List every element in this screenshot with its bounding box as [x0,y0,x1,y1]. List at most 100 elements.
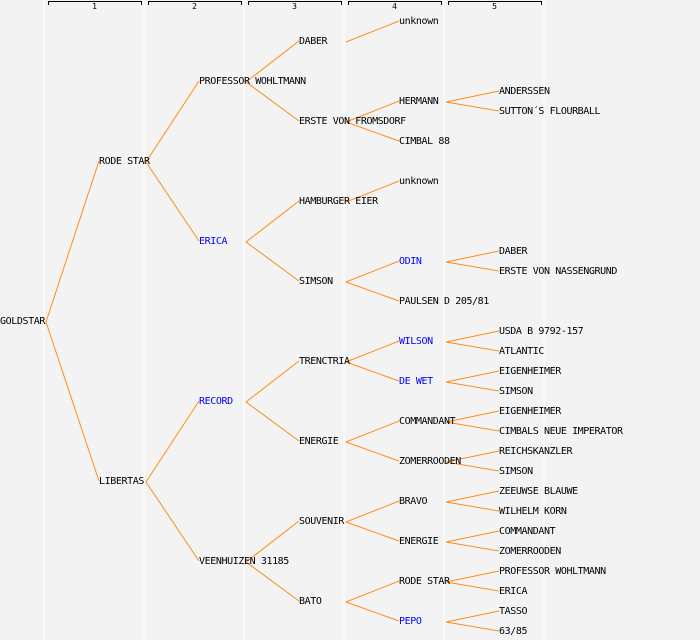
ancestor-gen5[interactable]: ATLANTIC [499,346,544,357]
ancestor-gen4[interactable]: WILSON [399,336,433,347]
generation-bracket [248,1,342,5]
ancestor-gen5[interactable]: PROFESSOR WOHLTMANN [499,566,606,577]
pedigree-link [445,421,500,432]
ancestor-gen5[interactable]: ERICA [499,586,528,597]
pedigree-link [145,80,200,163]
pedigree-link [445,261,500,272]
ancestor-gen5[interactable]: TASSO [499,606,528,617]
pedigree-link [345,601,400,622]
ancestor-gen4[interactable]: RODE STAR [399,576,450,587]
generation-number: 1 [92,2,97,11]
root-variety[interactable]: GOLDSTAR [0,316,45,327]
generation-bracket [148,1,242,5]
column-separators [43,0,545,640]
ancestor-gen2[interactable]: RECORD [199,396,233,407]
pedigree-link [245,561,300,602]
pedigree-link [45,160,100,323]
pedigree-link [245,401,300,442]
pedigree-link [345,340,400,363]
pedigree-link [445,490,500,503]
ancestor-gen4[interactable]: ENERGIE [399,536,439,547]
ancestor-gen1[interactable]: RODE STAR [99,156,150,167]
ancestor-gen2[interactable]: VEENHUIZEN 31185 [199,556,289,567]
ancestor-gen5[interactable]: ANDERSSEN [499,86,550,97]
generation-bracket [348,1,442,5]
ancestor-gen3[interactable]: DABER [299,36,328,47]
ancestor-gen4[interactable]: ODIN [399,256,422,267]
pedigree-link [45,321,100,482]
ancestor-gen4[interactable]: CIMBAL 88 [399,136,450,147]
ancestor-gen1[interactable]: LIBERTAS [99,476,144,487]
generation-number: 5 [492,2,497,11]
ancestor-gen4[interactable]: PAULSEN D 205/81 [399,296,489,307]
pedigree-link [445,541,500,552]
pedigree-link [145,481,200,562]
ancestor-gen2[interactable]: ERICA [199,236,228,247]
ancestor-gen5[interactable]: 63/85 [499,626,528,637]
pedigree-link [345,361,400,382]
pedigree-link [445,370,500,383]
ancestor-gen4[interactable]: unknown [399,16,439,27]
ancestor-gen3[interactable]: ENERGIE [299,436,339,447]
pedigree-link [445,610,500,623]
pedigree-link [345,441,400,462]
ancestor-gen5[interactable]: ERSTE VON NASSENGRUND [499,266,618,277]
ancestor-gen4[interactable]: unknown [399,176,439,187]
ancestor-gen5[interactable]: CIMBALS NEUE IMPERATOR [499,426,623,437]
pedigree-link [345,281,400,302]
ancestor-gen4[interactable]: BRAVO [399,496,428,507]
ancestor-gen3[interactable]: TRENCTRIA [299,356,350,367]
ancestor-gen5[interactable]: SIMSON [499,466,533,477]
pedigree-link [445,530,500,543]
ancestor-gen3[interactable]: ERSTE VON FROMSDORF [299,116,406,127]
pedigree-link [345,100,400,123]
ancestor-gen3[interactable]: BATO [299,596,322,607]
ancestor-gen4[interactable]: ZOMERROODEN [399,456,461,467]
ancestor-gen5[interactable]: SIMSON [499,386,533,397]
pedigree-link [145,400,200,483]
ancestor-gen5[interactable]: ZOMERROODEN [499,546,561,557]
pedigree-link [445,250,500,263]
pedigree-link [445,501,500,512]
ancestor-gen4[interactable]: DE WET [399,376,433,387]
ancestor-gen4[interactable]: HERMANN [399,96,439,107]
ancestor-gen5[interactable]: COMMANDANT [499,526,556,537]
pedigree-link [445,330,500,343]
ancestor-gen5[interactable]: SUTTON´S FLOURBALL [499,106,601,117]
pedigree-link [245,81,300,122]
pedigree-link [445,621,500,632]
generation-number: 4 [392,2,397,11]
ancestor-gen5[interactable]: WILHELM KORN [499,506,567,517]
generation-bracket [448,1,542,5]
ancestor-gen4[interactable]: COMMANDANT [399,416,456,427]
pedigree-link [245,360,300,403]
ancestor-gen3[interactable]: HAMBURGER EIER [299,196,378,207]
pedigree-link [445,410,500,423]
pedigree-link [445,450,500,463]
ancestor-gen5[interactable]: EIGENHEIMER [499,366,561,377]
ancestor-gen2[interactable]: PROFESSOR WOHLTMANN [199,76,306,87]
generation-bracket [48,1,142,5]
pedigree-link [345,260,400,283]
ancestor-gen5[interactable]: ZEEUWSE BLAUWE [499,486,578,497]
pedigree-link [245,200,300,243]
pedigree-link [345,180,400,203]
pedigree-link [445,461,500,472]
ancestor-gen4[interactable]: PEPO [399,616,422,627]
ancestor-gen5[interactable]: REICHSKANZLER [499,446,573,457]
ancestor-gen5[interactable]: USDA B 9792-157 [499,326,584,337]
pedigree-link [145,161,200,242]
pedigree-link [345,580,400,603]
pedigree-link [445,581,500,592]
ancestor-gen5[interactable]: DABER [499,246,528,257]
pedigree-link [345,121,400,142]
ancestor-gen3[interactable]: SOUVENIR [299,516,344,527]
pedigree-link [345,20,400,43]
pedigree-link [345,500,400,523]
pedigree-link [445,381,500,392]
ancestor-gen3[interactable]: SIMSON [299,276,333,287]
ancestor-gen5[interactable]: EIGENHEIMER [499,406,561,417]
generation-number: 2 [192,2,197,11]
